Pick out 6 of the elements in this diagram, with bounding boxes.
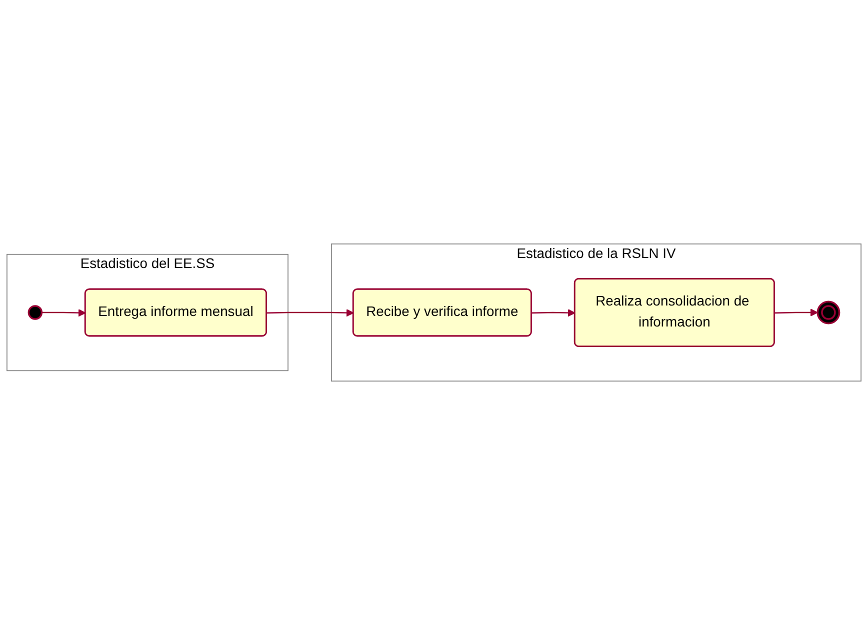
node-circle [28, 306, 43, 320]
arrow [266, 309, 354, 318]
arrow [42, 309, 86, 318]
arrow [774, 309, 818, 317]
node-circle [816, 301, 840, 325]
arrow [532, 309, 576, 318]
